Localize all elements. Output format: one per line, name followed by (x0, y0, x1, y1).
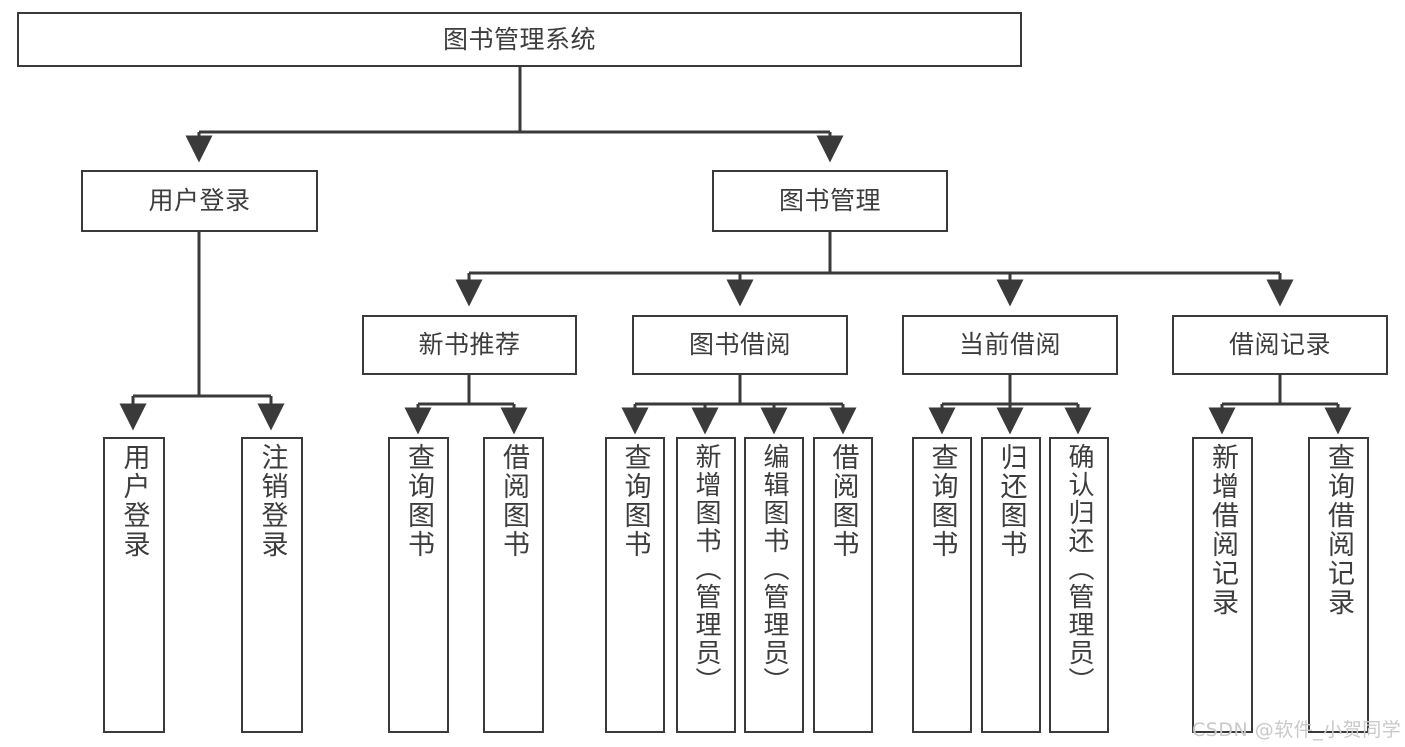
leaf-edit-book[interactable]: 编辑图书（管理员） (744, 437, 804, 733)
leaf-query-record[interactable]: 查询借阅记录 (1308, 437, 1369, 733)
leaf-borrow-book-1-label: 借阅图书 (498, 443, 529, 559)
leaf-confirm-return[interactable]: 确认归还（管理员） (1049, 437, 1109, 733)
node-root[interactable]: 图书管理系统 (17, 12, 1022, 67)
node-new-book-recommend-label: 新书推荐 (418, 330, 521, 360)
leaf-add-book[interactable]: 新增图书（管理员） (676, 437, 736, 733)
leaf-borrow-book-2-label: 借阅图书 (827, 443, 859, 559)
node-new-book-recommend[interactable]: 新书推荐 (362, 315, 577, 375)
node-root-label: 图书管理系统 (442, 24, 596, 54)
node-user-login-label: 用户登录 (148, 186, 251, 216)
leaf-return-book-label: 归还图书 (995, 443, 1027, 559)
node-user-login[interactable]: 用户登录 (81, 170, 318, 232)
leaf-query-book-3[interactable]: 查询图书 (912, 437, 972, 733)
leaf-user-login-label: 用户登录 (118, 443, 150, 559)
leaf-logout-login[interactable]: 注销登录 (241, 437, 303, 733)
csdn-watermark: CSDN @软件_小贺同学 (1192, 719, 1402, 741)
leaf-query-book-3-label: 查询图书 (926, 443, 958, 559)
leaf-query-book-1[interactable]: 查询图书 (388, 437, 449, 733)
leaf-add-record-label: 新增借阅记录 (1207, 443, 1238, 617)
leaf-logout-login-label: 注销登录 (256, 443, 288, 559)
leaf-confirm-return-label: 确认归还（管理员） (1064, 443, 1094, 695)
leaf-add-book-label: 新增图书（管理员） (691, 443, 721, 695)
node-book-borrow[interactable]: 图书借阅 (632, 315, 848, 375)
leaf-query-book-2-label: 查询图书 (619, 443, 651, 559)
leaf-add-record[interactable]: 新增借阅记录 (1192, 437, 1253, 733)
leaf-query-record-label: 查询借阅记录 (1323, 443, 1354, 617)
node-book-borrow-label: 图书借阅 (688, 330, 791, 360)
node-current-borrow-label: 当前借阅 (958, 330, 1061, 360)
leaf-edit-book-label: 编辑图书（管理员） (759, 443, 789, 695)
leaf-query-book-2[interactable]: 查询图书 (605, 437, 665, 733)
leaf-query-book-1-label: 查询图书 (403, 443, 434, 559)
leaf-user-login[interactable]: 用户登录 (103, 437, 165, 733)
leaf-borrow-book-2[interactable]: 借阅图书 (813, 437, 873, 733)
node-current-borrow[interactable]: 当前借阅 (902, 315, 1118, 375)
node-borrow-record-label: 借阅记录 (1228, 330, 1331, 360)
node-borrow-record[interactable]: 借阅记录 (1172, 315, 1388, 375)
node-book-management[interactable]: 图书管理 (712, 170, 948, 232)
leaf-return-book[interactable]: 归还图书 (981, 437, 1041, 733)
leaf-borrow-book-1[interactable]: 借阅图书 (483, 437, 544, 733)
node-book-management-label: 图书管理 (778, 186, 881, 216)
